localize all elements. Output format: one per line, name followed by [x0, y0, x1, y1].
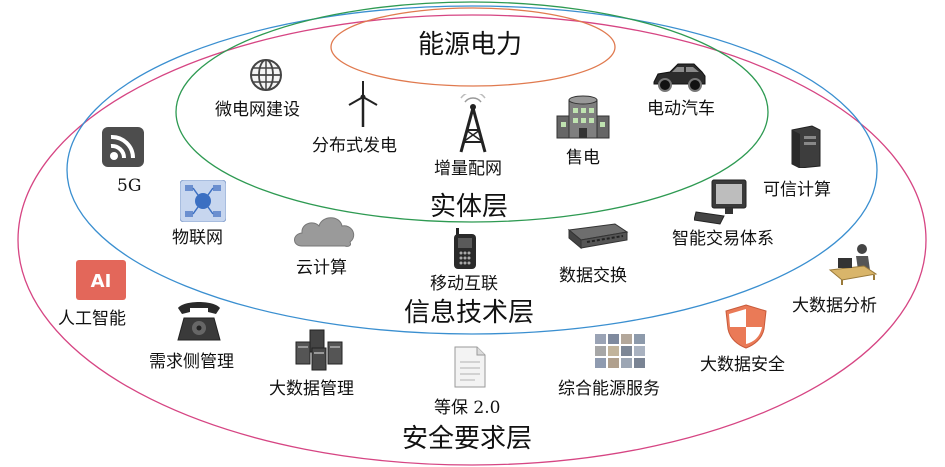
security-layer-label: 安全要求层 [402, 424, 533, 454]
it-item-label: 可信计算 [763, 180, 831, 200]
it-layer-label: 信息技术层 [404, 298, 535, 328]
security-item-label: 大数据分析 [792, 296, 877, 316]
globe-icon [247, 56, 285, 94]
security-item-label: 综合能源服务 [558, 379, 660, 399]
cloud-icon [290, 212, 360, 250]
building-icon [553, 94, 613, 142]
it-item-label: 数据交换 [559, 266, 627, 286]
analyst-desk-icon [828, 242, 878, 286]
physical-item-label: 增量配网 [434, 159, 502, 179]
svg-text:AI: AI [91, 271, 112, 292]
core-label: 能源电力 [418, 30, 523, 60]
mobile-phone-icon [452, 228, 478, 270]
physical-item-label: 分布式发电 [312, 136, 397, 156]
core-ring [330, 7, 616, 87]
server-tower-icon [788, 124, 824, 168]
it-layer-ring [66, 5, 878, 335]
wind-turbine-icon [345, 80, 381, 128]
security-layer-ring [17, 14, 927, 466]
it-item-label: 5G [117, 176, 142, 196]
security-item-label: 大数据安全 [700, 355, 785, 375]
iot-icon [180, 180, 226, 222]
physical-layer-label: 实体层 [430, 192, 509, 222]
it-item-label: 移动互联 [430, 274, 498, 294]
security-item-label: 等保 2.0 [434, 398, 501, 418]
security-item-label: 大数据管理 [269, 379, 354, 399]
wifi-icon [102, 127, 144, 167]
physical-item-label: 电动汽车 [647, 99, 715, 119]
it-item-label: 物联网 [172, 228, 223, 248]
photo-grid-icon [594, 333, 646, 369]
physical-layer-ring [175, 1, 769, 223]
computer-icon [694, 178, 754, 226]
ai-icon: AI [76, 260, 126, 300]
security-item-label: 需求侧管理 [149, 352, 234, 372]
server-cluster-icon [290, 328, 352, 374]
it-item-label: 智能交易体系 [672, 229, 774, 249]
it-item-label: 云计算 [296, 258, 347, 278]
physical-item-label: 售电 [566, 148, 600, 168]
shield-icon [724, 303, 768, 349]
physical-item-label: 微电网建设 [215, 100, 300, 120]
network-switch-icon [565, 222, 629, 252]
telephone-icon [174, 300, 224, 344]
security-item-label: 人工智能 [58, 309, 126, 329]
car-icon [650, 60, 708, 94]
document-icon [453, 346, 487, 388]
transmission-tower-icon [453, 94, 493, 154]
